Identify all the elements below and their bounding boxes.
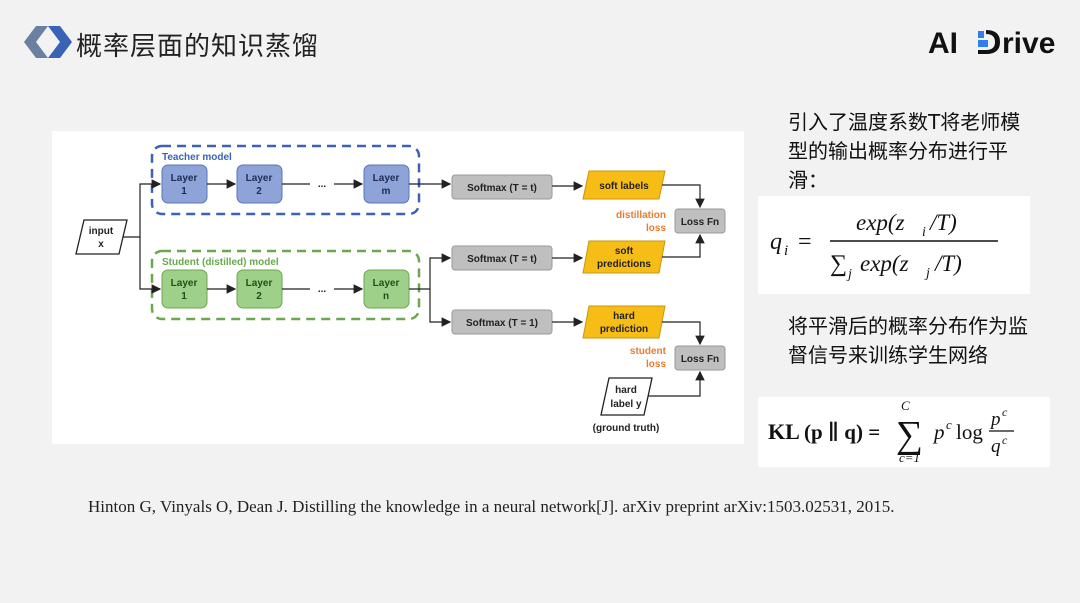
formula1-den-sum: ∑: [830, 251, 847, 277]
formula2-sum-top: C: [901, 398, 910, 413]
student-layer-1: [161, 269, 208, 309]
kl-divergence-formula: KL (p ∥ q) = C ∑ c=1 p c log p c q c: [758, 397, 1050, 467]
teacher-layer-2-line1: Layer: [246, 173, 273, 184]
student-loss-line1: student: [630, 346, 667, 357]
formula2-sum: ∑: [896, 414, 923, 456]
teacher-group-label: Teacher model: [162, 152, 232, 163]
student-layer-2: [236, 269, 283, 309]
teacher-layer-1-line1: Layer: [171, 173, 198, 184]
teacher-layer-m-line2: m: [382, 186, 391, 197]
formula2-frac-den-sup: c: [1002, 433, 1008, 447]
formula1-lhs-sub: i: [784, 243, 788, 259]
student-ellipsis: ...: [318, 284, 327, 295]
brand-logo: AI rive: [928, 22, 1060, 62]
distillation-loss-line2: loss: [646, 223, 666, 234]
student-layer-2-line1: Layer: [246, 278, 273, 289]
formula1-num: exp(z: [856, 210, 905, 235]
formula1-den-var-sub: j: [924, 266, 930, 281]
soft-predictions-box: [582, 240, 666, 274]
student-group-label: Student (distilled) model: [162, 257, 279, 268]
softmax-student-hard-label: Softmax (T = 1): [466, 318, 538, 329]
teacher-layer-2-line2: 2: [256, 186, 262, 197]
page-title: 概率层面的知识蒸馏: [76, 32, 320, 62]
softmax-temperature-formula: q i = exp(z i /T) ∑ j exp(z j /T): [758, 196, 1030, 294]
formula1-den-sub: j: [846, 267, 852, 282]
teacher-layer-1: [161, 164, 208, 204]
formula2-term-sup: c: [946, 417, 952, 432]
distillation-loss-line1: distillation: [616, 210, 666, 221]
teacher-ellipsis: ...: [318, 179, 327, 190]
formula2-sum-bottom: c=1: [899, 450, 920, 465]
teacher-layer-2: [236, 164, 283, 204]
formula2-frac-num: p: [989, 409, 1001, 430]
distillation-diagram: Teacher model Student (distilled) model …: [52, 131, 744, 444]
formula1-den: exp(z: [860, 251, 909, 276]
citation: Hinton G, Vinyals O, Dean J. Distilling …: [88, 497, 895, 516]
brand-d-icon: [978, 30, 1000, 54]
brand-text-right: rive: [1002, 27, 1055, 60]
softmax-teacher-box: [451, 174, 553, 200]
formula1-lhs: q: [770, 229, 782, 255]
student-layer-1-line2: 1: [181, 291, 187, 302]
student-layer-1-line1: Layer: [171, 278, 198, 289]
supervision-description: 将平滑后的概率分布作为监督信号来训练学生网络: [788, 314, 1028, 367]
temperature-description: 引入了温度系数T将老师模型的输出概率分布进行平滑：: [788, 110, 1021, 192]
formula1-eq: =: [798, 229, 812, 255]
soft-predictions-line2: predictions: [597, 259, 651, 270]
student-group-box: [150, 249, 421, 321]
teacher-layer-m-line1: Layer: [373, 173, 400, 184]
soft-predictions-line1: soft: [615, 246, 634, 257]
input-node: [75, 219, 128, 255]
hard-label-line1: hard: [615, 385, 637, 396]
formula1-num-sub: i: [922, 225, 926, 240]
hard-label-node: [600, 377, 653, 416]
formula2-kl: KL: [768, 419, 800, 444]
formula2-frac-num-sup: c: [1002, 405, 1008, 419]
student-layer-n-line2: n: [383, 291, 389, 302]
soft-labels-box: [582, 170, 666, 200]
teacher-layer-m: [363, 164, 410, 204]
loss-fn-1-label: Loss Fn: [681, 217, 719, 228]
loss-fn-1-box: [674, 208, 726, 234]
brand-text-left: AI: [928, 27, 958, 60]
student-loss-line2: loss: [646, 359, 666, 370]
formula1-den-tail: /T): [933, 251, 962, 276]
formula2-log: log: [956, 420, 983, 444]
formula2-args: (p ∥ q) =: [804, 420, 880, 444]
student-layer-n-line1: Layer: [373, 278, 400, 289]
soft-labels-text: soft labels: [599, 181, 649, 192]
hard-label-line2: label y: [610, 399, 642, 410]
hard-prediction-box: [582, 305, 666, 339]
formula2-frac-den: q: [991, 436, 1001, 457]
formula2-term: p: [932, 420, 945, 444]
loss-fn-2-label: Loss Fn: [681, 354, 719, 365]
ground-truth-label: (ground truth): [593, 423, 660, 434]
hard-prediction-line1: hard: [613, 311, 635, 322]
formula1-num-tail: /T): [928, 210, 957, 235]
student-layer-2-line2: 2: [256, 291, 262, 302]
input-line1: input: [89, 226, 114, 237]
logo-icon: [24, 26, 72, 58]
hard-prediction-line2: prediction: [600, 324, 648, 335]
softmax-teacher-label: Softmax (T = t): [467, 183, 537, 194]
teacher-layer-1-line2: 1: [181, 186, 187, 197]
teacher-group-box: [150, 144, 421, 216]
student-layer-n: [363, 269, 410, 309]
softmax-student-soft-label: Softmax (T = t): [467, 254, 537, 265]
loss-fn-2-box: [674, 345, 726, 371]
input-line2: x: [98, 239, 104, 250]
